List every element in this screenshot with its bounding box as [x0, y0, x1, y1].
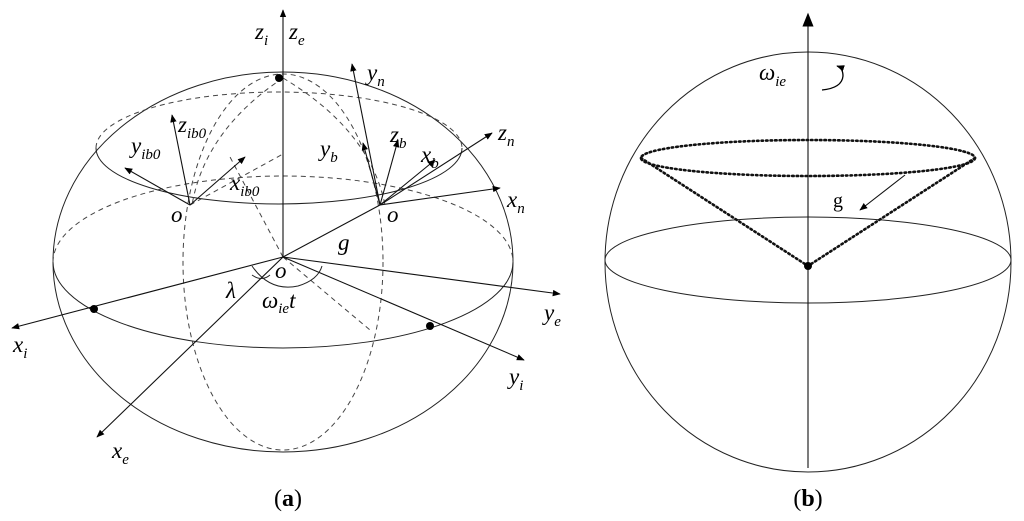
label-lambda: λ [225, 278, 236, 303]
rotation-arrow-icon [821, 65, 845, 91]
meridian-left-upper [191, 77, 284, 206]
label-y-i: yi [507, 364, 523, 394]
label-y-e: ye [542, 300, 561, 330]
label-omega-t: ωiet [262, 288, 296, 317]
caption-b: (b) [793, 486, 822, 512]
axis-y-b [361, 142, 381, 206]
equator-front [52, 261, 514, 349]
label-y-b: yb [318, 136, 338, 166]
axis-y-ib0 [124, 167, 191, 206]
label-y-n: yn [365, 60, 385, 90]
label-z-ib0: zib0 [177, 112, 207, 142]
helper-line-3 [282, 256, 371, 331]
axis-z-n [379, 132, 493, 206]
label-x-n: xn [506, 187, 525, 217]
label-o-center: o [275, 258, 287, 283]
label-x-ib0: xib0 [229, 170, 260, 200]
cone-edge-left [639, 156, 810, 268]
helper-line-1 [229, 156, 284, 258]
axis-z-b [379, 139, 400, 206]
axis-z-ib0 [170, 114, 191, 206]
axis-x-e [96, 256, 284, 438]
axis-x-n [379, 185, 501, 206]
lambda-angle-arc [251, 274, 271, 279]
label-z-b: zb [389, 122, 407, 152]
latitude-circle-front [95, 147, 463, 205]
label-g-b: g [833, 190, 843, 212]
label-z-i: zi [254, 19, 268, 49]
label-x-b: xb [420, 142, 439, 172]
point-sphere-center [804, 262, 812, 270]
point-equator-left [90, 305, 98, 313]
gravity-vector [859, 174, 906, 211]
label-z-n: zn [497, 120, 514, 150]
omega-t-angle-arc [251, 265, 323, 288]
axis-x-i [11, 256, 284, 330]
axis-x-ib0 [189, 156, 246, 206]
meridian-right-upper [282, 77, 386, 206]
point-equator-right [426, 322, 434, 330]
axis-y-n [350, 63, 381, 206]
label-o-right: o [387, 202, 399, 227]
line-center-to-o-right [282, 204, 381, 258]
label-x-i: xi [12, 332, 27, 362]
label-o-left: o [171, 202, 183, 227]
latitude-circle-back [95, 91, 463, 149]
panel-a: zi ze yn zib0 yib0 xib0 yb zb xb zn xn o… [11, 9, 561, 512]
label-z-e: ze [288, 19, 305, 49]
axis-y-i [282, 256, 525, 361]
label-g: g [338, 230, 350, 255]
point-north-pole [275, 74, 283, 82]
axis-y-e [282, 256, 561, 297]
panel-b: ωie g (b) [604, 12, 1012, 512]
label-omega-ie: ωie [759, 60, 786, 90]
axis-x-b [379, 159, 436, 206]
label-y-ib0: yib0 [129, 133, 161, 163]
caption-a: (a) [274, 486, 302, 512]
label-x-e: xe [111, 438, 129, 468]
cone-edge-right [806, 156, 977, 268]
